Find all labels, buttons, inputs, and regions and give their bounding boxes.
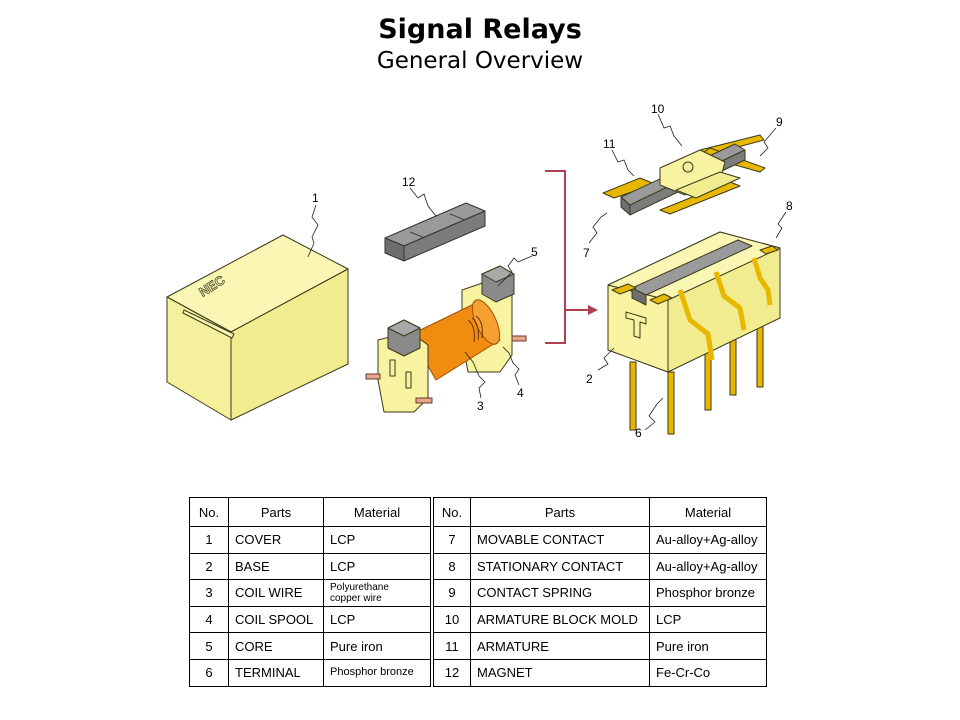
part-name: TERMINAL: [228, 658, 324, 687]
base-assembly: [607, 231, 781, 435]
part-material: LCP: [323, 605, 434, 634]
part-material: Au-alloy+Ag-alloy: [649, 526, 767, 554]
callout-2: 2: [586, 372, 593, 386]
part-no: 2: [189, 552, 229, 581]
header-parts: Parts: [470, 497, 650, 527]
table-row: 2 BASE LCP 8 STATIONARY CONTACT Au-alloy…: [189, 552, 767, 581]
part-name: CORE: [228, 632, 324, 660]
material-line-2: copper wire: [330, 592, 382, 604]
cover-part: NEC: [166, 234, 349, 421]
part-material: LCP: [649, 605, 767, 634]
armature-block: [602, 134, 766, 216]
part-no: 11: [431, 632, 471, 660]
header-no: No.: [189, 497, 229, 527]
callout-9: 9: [776, 115, 783, 129]
part-no: 8: [431, 552, 471, 581]
part-name: BASE: [228, 552, 324, 581]
material-line-1: Polyurethane: [330, 581, 389, 593]
part-no: 7: [431, 526, 471, 554]
table-header-row: No. Parts Material No. Parts Material: [189, 497, 767, 527]
table-row: 6 TERMINAL Phosphor bronze 12 MAGNET Fe-…: [189, 658, 767, 687]
table-row: 1 COVER LCP 7 MOVABLE CONTACT Au-alloy+A…: [189, 526, 767, 554]
part-material: Pure iron: [323, 632, 434, 660]
table-row: 4 COIL SPOOL LCP 10 ARMATURE BLOCK MOLD …: [189, 605, 767, 634]
part-no: 1: [189, 526, 229, 554]
leader-lines: [307, 113, 787, 431]
part-no: 3: [189, 579, 229, 607]
part-name: MAGNET: [470, 658, 650, 687]
header-material: Material: [649, 497, 767, 527]
part-no: 12: [431, 658, 471, 687]
callout-3: 3: [477, 399, 484, 413]
parts-table: No. Parts Material No. Parts Material 1 …: [189, 497, 767, 687]
table-row: 5 CORE Pure iron 11 ARMATURE Pure iron: [189, 632, 767, 660]
callout-4: 4: [517, 386, 524, 400]
callout-6: 6: [635, 426, 642, 440]
part-material: Fe-Cr-Co: [649, 658, 767, 687]
magnet-part: [384, 202, 486, 262]
page-subtitle: General Overview: [376, 48, 584, 74]
part-material: Pure iron: [649, 632, 767, 660]
callout-7: 7: [583, 246, 590, 260]
part-name: CONTACT SPRING: [470, 579, 650, 607]
part-no: 6: [189, 658, 229, 687]
part-name: COVER: [228, 526, 324, 554]
part-name: COIL WIRE: [228, 579, 324, 607]
callout-5: 5: [531, 245, 538, 259]
part-no: 10: [431, 605, 471, 634]
assembly-arrow-icon: [588, 305, 598, 315]
part-name: COIL SPOOL: [228, 605, 324, 634]
part-material: Phosphor bronze: [323, 658, 434, 687]
coil-assembly: [365, 265, 527, 413]
header-parts: Parts: [228, 497, 324, 527]
callout-8: 8: [786, 199, 793, 213]
part-name: ARMATURE: [470, 632, 650, 660]
relay-exploded-diagram: NEC: [166, 102, 793, 440]
part-no: 4: [189, 605, 229, 634]
part-no: 5: [189, 632, 229, 660]
header-material: Material: [323, 497, 434, 527]
part-name: ARMATURE BLOCK MOLD: [470, 605, 650, 634]
part-name: MOVABLE CONTACT: [470, 526, 650, 554]
part-material: Au-alloy+Ag-alloy: [649, 552, 767, 581]
part-material: LCP: [323, 526, 434, 554]
page-title: Signal Relays: [378, 14, 582, 45]
part-no: 9: [431, 579, 471, 607]
callout-12: 12: [402, 175, 416, 189]
header-no: No.: [431, 497, 471, 527]
callout-10: 10: [651, 102, 665, 116]
part-material: LCP: [323, 552, 434, 581]
callout-11: 11: [603, 137, 616, 151]
part-material: Phosphor bronze: [649, 579, 767, 607]
part-name: STATIONARY CONTACT: [470, 552, 650, 581]
callout-1: 1: [312, 191, 319, 205]
assembly-bracket: [545, 170, 590, 344]
